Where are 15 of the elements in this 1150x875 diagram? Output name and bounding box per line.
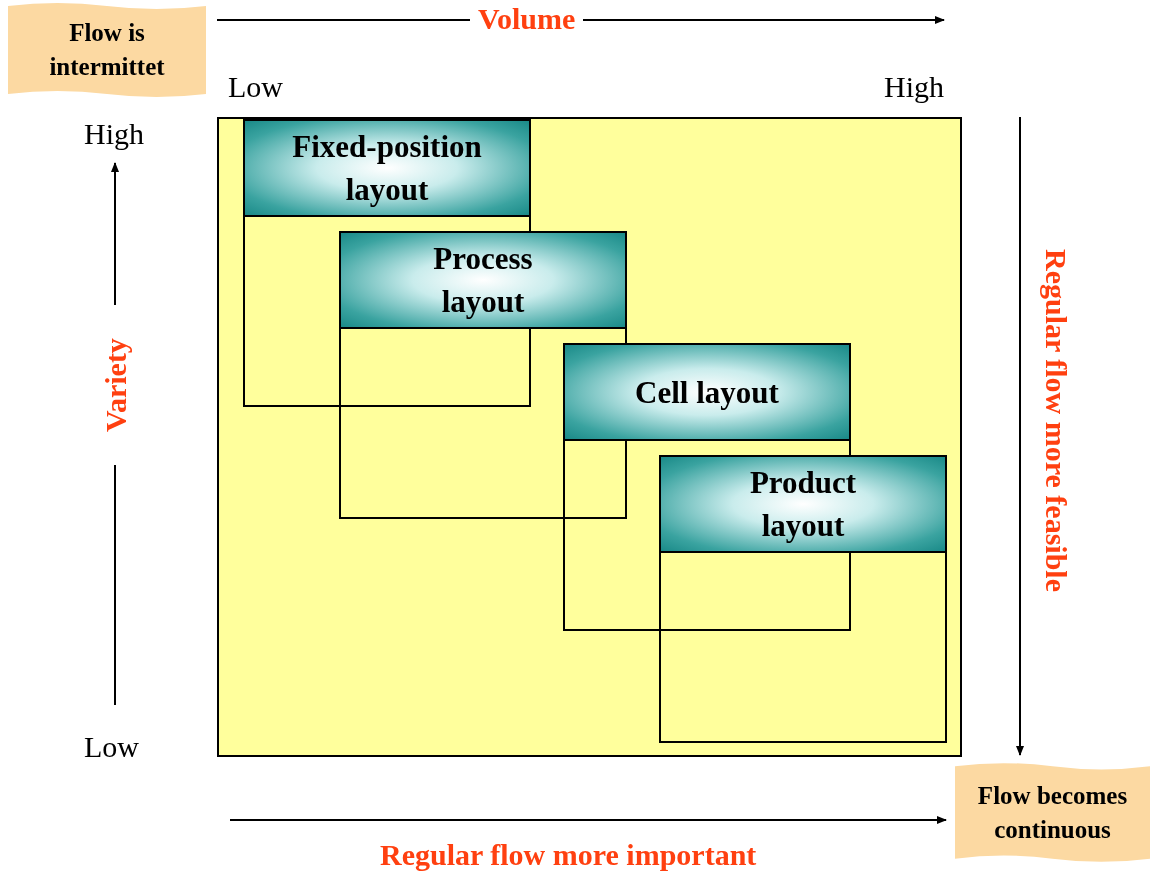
axis-label: High — [84, 117, 144, 151]
layout-title: Fixed-position layout — [291, 128, 483, 209]
layout-title: Product layout — [748, 464, 858, 545]
background-panel — [217, 117, 962, 757]
wavy-banner — [955, 760, 1150, 865]
banner-text: Flow becomes continuous — [976, 780, 1129, 845]
layout-box — [339, 231, 627, 519]
layout-box — [659, 455, 947, 743]
axis-label: High — [884, 70, 944, 104]
banner-text: Flow is intermittet — [48, 18, 166, 82]
wavy-banner — [8, 0, 206, 100]
axis-label: Low — [228, 70, 283, 104]
layout-title: Cell layout — [634, 373, 780, 412]
layout-title: Process layout — [432, 240, 534, 321]
axis-label: Low — [84, 730, 139, 764]
